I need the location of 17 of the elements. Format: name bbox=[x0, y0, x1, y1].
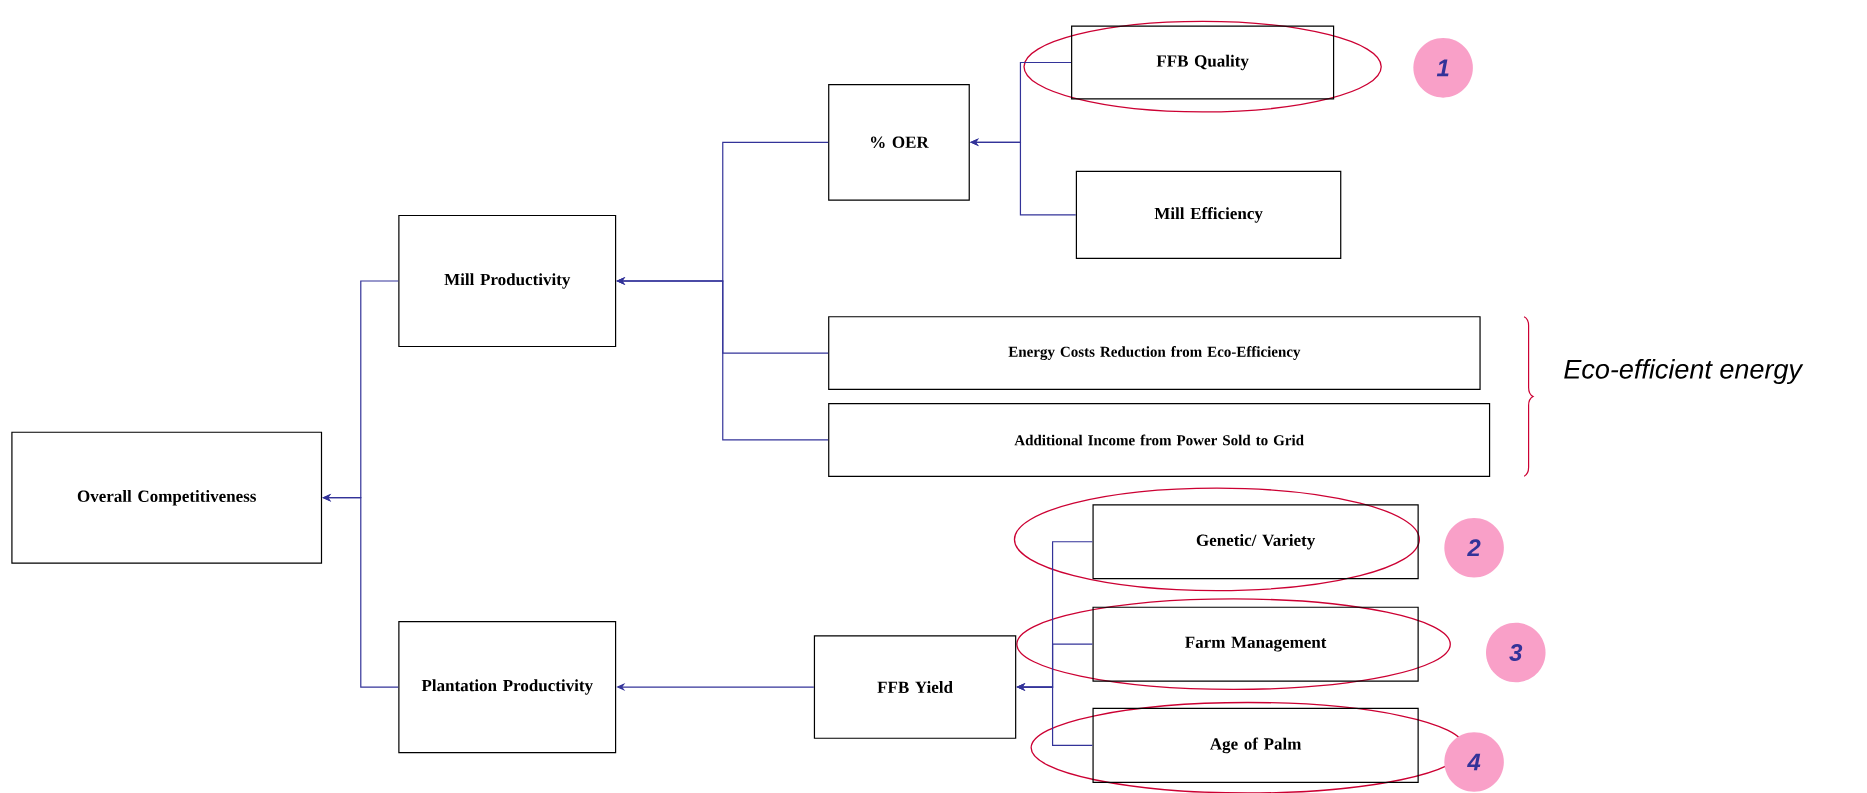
callout-number: 1 bbox=[1413, 38, 1473, 98]
label-box: Overall Competitiveness bbox=[11, 431, 323, 564]
label-box: Age of Palm bbox=[1092, 707, 1419, 783]
callout-number: 2 bbox=[1444, 517, 1504, 578]
label-box: Genetic/ Variety bbox=[1092, 504, 1419, 580]
label-box: Additional Income from Power Sold to Grid bbox=[828, 403, 1491, 477]
callout-number: 3 bbox=[1486, 622, 1546, 683]
label-box: FFB Yield bbox=[813, 635, 1017, 739]
callout-number: 4 bbox=[1444, 732, 1504, 792]
label-box: Farm Management bbox=[1092, 606, 1419, 682]
label-box: Mill Efficiency bbox=[1075, 170, 1342, 259]
label-box: FFB Quality bbox=[1071, 25, 1335, 100]
annotation: Eco-efficient energy bbox=[1564, 358, 1804, 385]
label-box: Mill Productivity bbox=[398, 214, 617, 348]
label-box: Energy Costs Reduction from Eco-Efficiency bbox=[828, 316, 1481, 390]
label-box: Plantation Productivity bbox=[398, 620, 617, 754]
label-box: % OER bbox=[828, 83, 970, 201]
